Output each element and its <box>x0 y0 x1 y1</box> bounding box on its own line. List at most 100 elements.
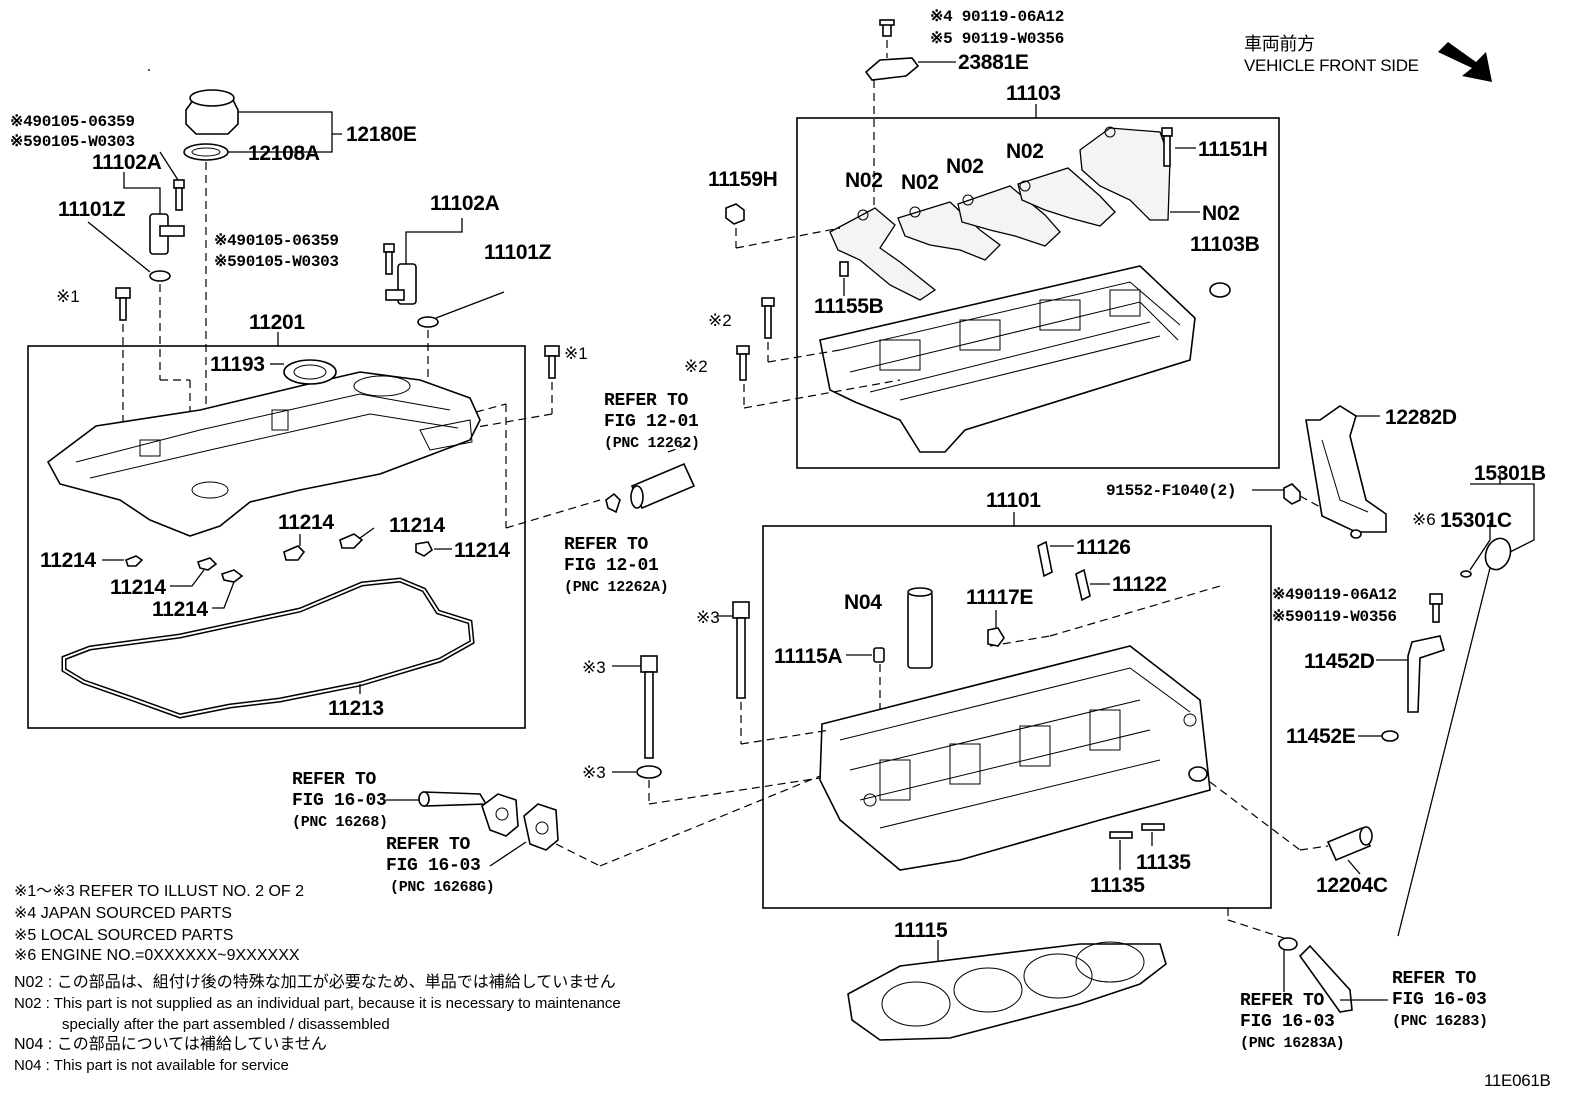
oil-filler-cap-12180E <box>183 89 342 480</box>
callout-12180E: 12180E <box>346 123 417 146</box>
callout-23881E: 23881E <box>958 51 1029 74</box>
callout-11135-b: 11135 <box>1090 874 1145 897</box>
refer-d-line1: REFER TO <box>386 835 471 855</box>
vehicle-front-en: VEHICLE FRONT SIDE <box>1244 56 1419 75</box>
head-small-parts <box>846 540 1165 870</box>
callout-11101Z-right: 11101Z <box>484 241 552 264</box>
callout-right-note4: ※490119-06A12 <box>1272 586 1397 604</box>
callout-bolt3-c: ※3 <box>582 763 606 782</box>
callout-11214-e: 11214 <box>110 576 166 599</box>
callout-bolt1-left: ※1 <box>56 287 80 306</box>
dipstick-guide <box>1252 405 1535 937</box>
callout-bolt2-b: ※2 <box>684 357 708 376</box>
callout-n02-c: N02 <box>946 155 984 178</box>
callout-11102A-right: 11102A <box>430 192 500 215</box>
hose-16283 <box>1227 908 1388 1013</box>
callout-11115A: 11115A <box>774 645 843 668</box>
sheet-id: 11E061B <box>1484 1071 1551 1090</box>
water-bypass-12204C <box>1209 781 1373 875</box>
callout-12108A: 12108A <box>248 142 320 165</box>
callout-n04: N04 <box>844 591 882 614</box>
callout-bolt1-right: ※1 <box>564 344 588 363</box>
callout-right-note5: ※590119-W0356 <box>1272 608 1397 626</box>
head-bolts-3 <box>612 601 831 805</box>
box-title-leaders <box>277 104 1037 526</box>
callout-11213: 11213 <box>328 697 384 720</box>
refer-e-line1: REFER TO <box>1240 991 1325 1011</box>
cover-hose-leaders <box>475 403 601 529</box>
footnote-3: ※5 LOCAL SOURCED PARTS <box>14 927 234 944</box>
refer-a-line1: REFER TO <box>604 391 689 411</box>
box-11201-cylinder-head-cover <box>27 345 526 729</box>
callout-11159H: 11159H <box>708 168 778 191</box>
callout-11103B: 11103B <box>1190 233 1260 256</box>
footnote-8: N04 : この部品については補給していません <box>14 1036 327 1053</box>
water-pipe-16268 <box>386 775 821 867</box>
bracket-23881E <box>864 19 956 230</box>
callout-note6: ※6 <box>1412 510 1436 529</box>
footnote-4: ※6 ENGINE NO.=0XXXXXX~9XXXXXX <box>14 947 300 964</box>
sensor-11102A-left <box>87 151 191 448</box>
callout-11452E: 11452E <box>1286 725 1356 748</box>
refer-a-line2: FIG 12-01 <box>604 412 699 432</box>
callout-n02-a: N02 <box>845 169 883 192</box>
callout-11135-a: 11135 <box>1136 851 1191 874</box>
callout-11126: 11126 <box>1076 536 1131 559</box>
refer-e-line2: FIG 16-03 <box>1240 1012 1335 1032</box>
callout-11214-f: 11214 <box>152 598 208 621</box>
callout-n02-e: N02 <box>1202 202 1240 225</box>
refer-b-line2: FIG 12-01 <box>564 556 659 576</box>
callout-12204C: 12204C <box>1316 874 1388 897</box>
arrow-down-right-icon <box>1438 42 1492 82</box>
callout-11214-d: 11214 <box>40 549 96 572</box>
footnote-5: N02 : この部品は、組付け後の特殊な加工が必要なため、単品では補給していませ… <box>14 974 616 991</box>
sensor-11102A-right <box>383 218 505 400</box>
callout-23881E-note4: ※4 90119-06A12 <box>930 8 1065 26</box>
refer-c-pnc: (PNC 16268) <box>292 814 388 831</box>
refer-f-pnc: (PNC 16283) <box>1392 1013 1488 1030</box>
refer-c-line2: FIG 16-03 <box>292 791 387 811</box>
pcv-hose-12262 <box>605 443 696 514</box>
callout-12282D: 12282D <box>1385 406 1457 429</box>
callout-n02-d: N02 <box>1006 140 1044 163</box>
callout-bolt2-a: ※2 <box>708 311 732 330</box>
callout-11102A-left: 11102A <box>92 151 162 174</box>
refer-f-line1: REFER TO <box>1392 969 1477 989</box>
cylinder-head-11101 <box>819 585 1221 871</box>
callout-mid-note4: ※490105-06359 <box>214 232 339 250</box>
box-11103-camshaft-housing <box>796 117 1280 469</box>
gasket-11213 <box>61 577 475 719</box>
callout-bolt3-a: ※3 <box>696 608 720 627</box>
callout-23881E-note5: ※5 90119-W0356 <box>930 30 1065 48</box>
callout-11115: 11115 <box>894 919 948 942</box>
footnote-2: ※4 JAPAN SOURCED PARTS <box>14 905 232 922</box>
footnote-6: N02 : This part is not supplied as an in… <box>14 995 621 1012</box>
clips-11214 <box>102 527 452 609</box>
footnote-1: ※1～※3 REFER TO ILLUST NO. 2 OF 2 <box>14 883 305 900</box>
callout-11214-c: 11214 <box>454 539 510 562</box>
callout-left-note4: ※490105-06359 <box>10 113 135 131</box>
callout-11214-a: 11214 <box>278 511 334 534</box>
refer-e-pnc: (PNC 16283A) <box>1240 1035 1345 1052</box>
cylinder-head-cover-11201 <box>46 359 481 537</box>
callout-11155B: 11155B <box>814 295 884 318</box>
callout-11214-b: 11214 <box>389 514 445 537</box>
callout-11452D: 11452D <box>1304 650 1375 673</box>
callout-n02-b: N02 <box>901 171 939 194</box>
callout-11101Z-left: 11101Z <box>58 198 126 221</box>
head-gasket-11115 <box>847 940 1167 1041</box>
callout-11103: 11103 <box>1006 82 1061 105</box>
callout-11201: 11201 <box>249 311 305 334</box>
refer-d-line2: FIG 16-03 <box>386 856 481 876</box>
callout-15301C: 15301C <box>1440 509 1512 532</box>
refer-c-line1: REFER TO <box>292 770 377 790</box>
vehicle-front-jp: 車両前方 <box>1244 34 1315 54</box>
camshaft-housing-assembly <box>725 126 1231 453</box>
footnote-7: specially after the part assembled / dis… <box>62 1016 390 1033</box>
box-11101-cylinder-head <box>762 525 1272 909</box>
callout-91552: 91552-F1040(2) <box>1106 482 1237 500</box>
callout-11117E: 11117E <box>966 586 1034 609</box>
refer-a-pnc: (PNC 12262) <box>604 435 700 452</box>
oil-jet-11452D <box>1358 593 1445 742</box>
